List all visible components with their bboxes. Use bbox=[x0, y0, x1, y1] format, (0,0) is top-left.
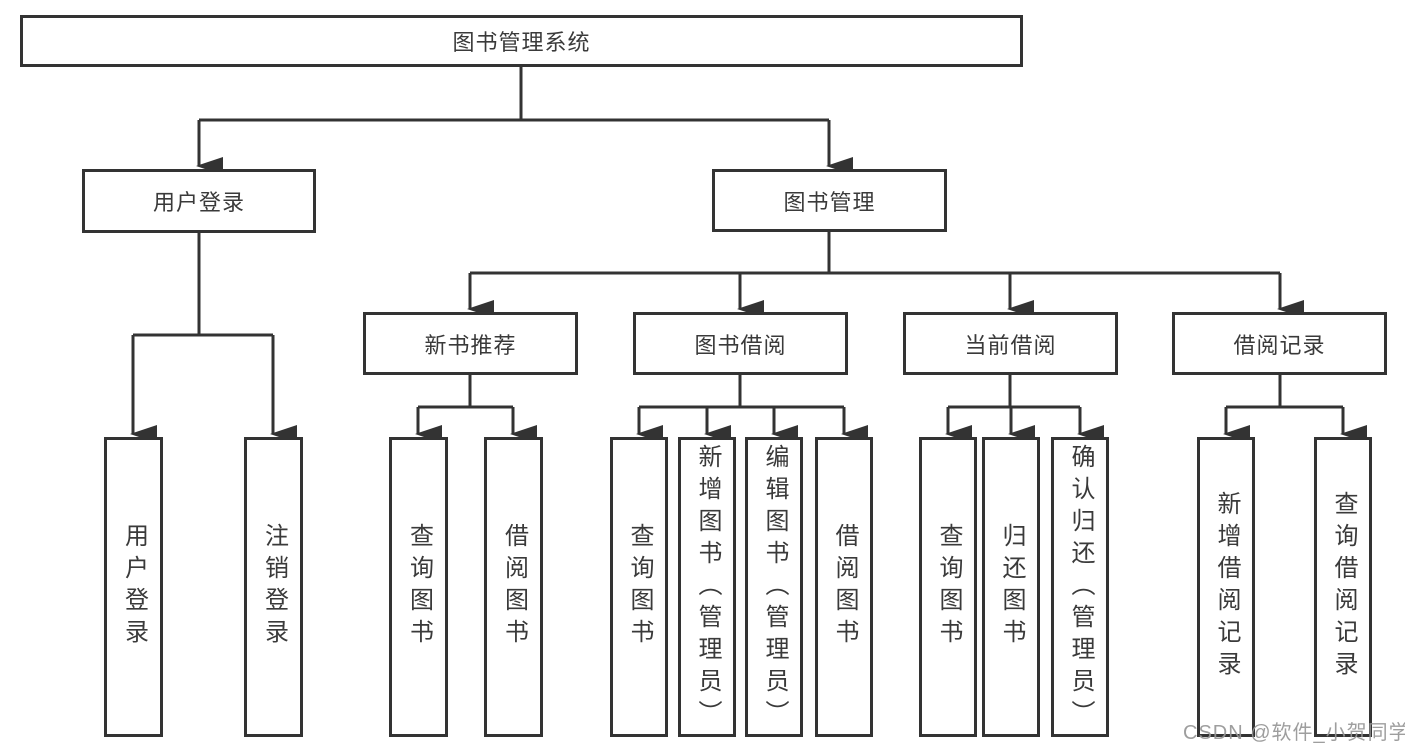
node-label: 借阅记录 bbox=[1233, 332, 1326, 358]
node-label: 借阅图书 bbox=[500, 523, 528, 651]
node-label: 用户登录 bbox=[120, 523, 148, 651]
node-label: 图书借阅 bbox=[694, 332, 787, 358]
node-book-management: 图书管理 bbox=[712, 169, 947, 232]
node-borrow-records: 借阅记录 bbox=[1172, 312, 1387, 375]
node-logout-login: 注销登录 bbox=[244, 437, 303, 737]
node-label: 查询图书 bbox=[405, 523, 433, 651]
node-confirm-return-admin: 确认归还（管理员） bbox=[1051, 437, 1109, 737]
node-system-root: 图书管理系统 bbox=[20, 15, 1023, 67]
node-label: 图书管理系统 bbox=[452, 30, 591, 55]
node-label: 编辑图书（管理员） bbox=[761, 444, 788, 732]
node-query-books-recommend: 查询图书 bbox=[389, 437, 448, 737]
node-query-borrow-record: 查询借阅记录 bbox=[1314, 437, 1372, 737]
node-query-books-current: 查询图书 bbox=[919, 437, 977, 737]
csdn-watermark: CSDN @软件_小贺同学 bbox=[1183, 722, 1405, 744]
node-label: 新增借阅记录 bbox=[1213, 491, 1240, 683]
node-user-login-branch: 用户登录 bbox=[82, 169, 316, 233]
node-user-login-leaf: 用户登录 bbox=[104, 437, 163, 737]
node-current-borrowing: 当前借阅 bbox=[903, 312, 1118, 375]
node-label: 查询图书 bbox=[626, 523, 653, 651]
node-add-borrow-record: 新增借阅记录 bbox=[1197, 437, 1255, 737]
node-label: 当前借阅 bbox=[964, 332, 1057, 358]
node-label: 注销登录 bbox=[260, 523, 288, 651]
node-query-books-borrowing: 查询图书 bbox=[610, 437, 668, 737]
node-label: 确认归还（管理员） bbox=[1067, 444, 1094, 732]
node-label: 查询借阅记录 bbox=[1330, 491, 1357, 683]
node-return-books: 归还图书 bbox=[982, 437, 1040, 737]
node-label: 图书管理 bbox=[783, 189, 876, 215]
node-label: 新书推荐 bbox=[424, 332, 517, 358]
node-book-borrowing: 图书借阅 bbox=[633, 312, 848, 375]
node-label: 查询图书 bbox=[935, 523, 962, 651]
node-label: 新增图书（管理员） bbox=[694, 444, 721, 732]
node-add-books-admin: 新增图书（管理员） bbox=[678, 437, 736, 737]
node-label: 用户登录 bbox=[152, 190, 245, 215]
node-borrow-books-leaf: 借阅图书 bbox=[815, 437, 873, 737]
node-edit-books-admin: 编辑图书（管理员） bbox=[745, 437, 803, 737]
node-label: 归还图书 bbox=[998, 523, 1025, 651]
node-new-book-recommend: 新书推荐 bbox=[363, 312, 578, 375]
node-borrow-books-recommend: 借阅图书 bbox=[484, 437, 543, 737]
node-label: 借阅图书 bbox=[831, 523, 858, 651]
